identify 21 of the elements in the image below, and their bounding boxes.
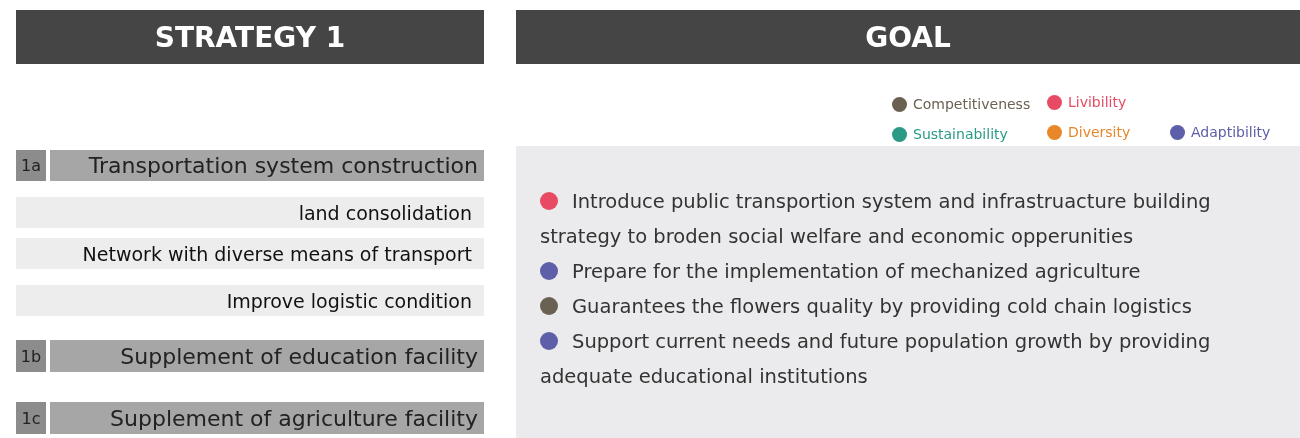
header-bar: GOAL	[516, 10, 1300, 64]
legend-label: Competitiveness	[913, 96, 1031, 112]
strategy-code: 1b	[16, 340, 46, 372]
header-bar: STRATEGY 1	[16, 10, 484, 64]
legend-label: Diversity	[1068, 124, 1131, 140]
strategy-code: 1c	[16, 402, 46, 434]
sub-strategy-bar: Improve logistic condition	[16, 285, 484, 316]
goal-text: Support current needs and future population growth by providing adequate educational institutions	[539, 329, 1212, 390]
goal-text: Guarantees the flowers quality by providing cold chain logistics	[536, 289, 1288, 324]
goal-text: Prepare for the implementation of mechanized agriculture	[536, 254, 1288, 289]
legend-label: Sustainability	[913, 126, 1008, 142]
sub-strategy-bar: land consolidation	[16, 197, 484, 228]
legend-label: Adaptibility	[1191, 124, 1271, 140]
goal-text: Introduce public transportion system and infrastruacture building strategy to broden social welfare and economic opperunities	[539, 189, 1212, 250]
legend-label: Livibility	[1068, 94, 1127, 110]
sub-strategy-bar: Network with diverse means of transport	[16, 238, 484, 269]
strategy-code: 1a	[16, 150, 46, 181]
strategy-bar: Supplement of agriculture facility	[50, 402, 484, 434]
strategy-bar: Transportation system construction	[50, 150, 484, 181]
goal-panel	[516, 146, 1300, 438]
strategy-bar: Supplement of education facility	[50, 340, 484, 372]
